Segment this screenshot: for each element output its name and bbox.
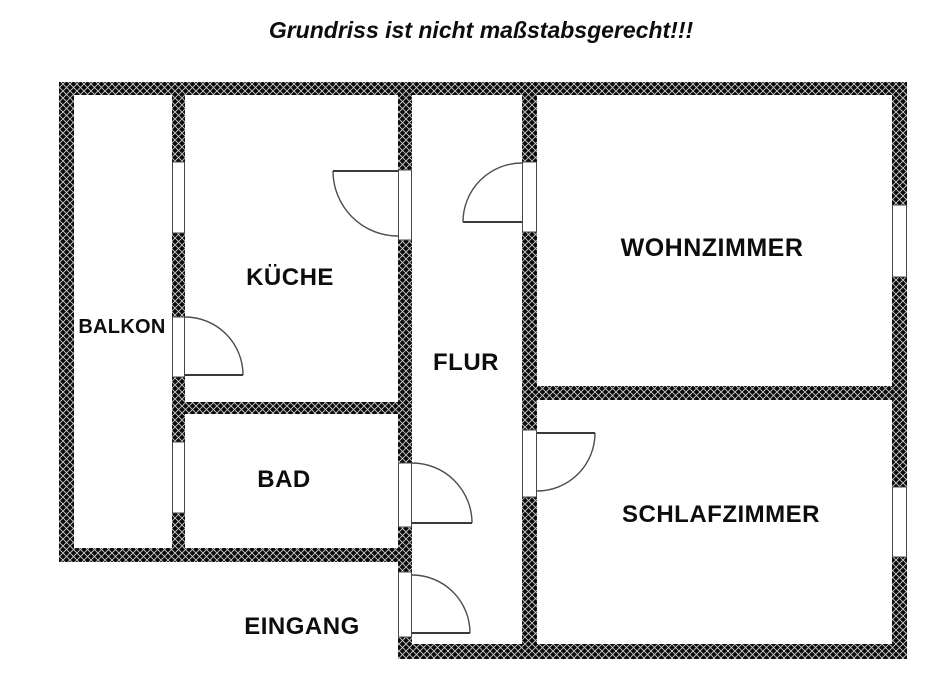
door-frames xyxy=(172,161,537,638)
wall-top xyxy=(59,82,907,95)
door-frame-kueche xyxy=(398,169,412,241)
room-label-eingang: EINGANG xyxy=(244,613,360,640)
room-label-kueche: KÜCHE xyxy=(246,264,334,291)
door-arc-balkon xyxy=(184,316,244,376)
wall-right xyxy=(892,82,907,659)
window-balkon-kueche xyxy=(172,161,185,234)
door-balkon xyxy=(184,316,244,376)
door-frame-wohnzimmer xyxy=(522,161,537,233)
door-frame-eingang xyxy=(398,571,412,638)
room-label-bad: BAD xyxy=(257,466,311,493)
room-label-balkon: BALKON xyxy=(78,316,165,338)
doors xyxy=(184,162,596,634)
door-eingang xyxy=(411,574,471,634)
plan-title: Grundriss ist nicht maßstabsgerecht!!! xyxy=(269,17,694,43)
door-arc-bad xyxy=(411,462,473,524)
door-arc-eingang xyxy=(411,574,471,634)
door-kueche xyxy=(332,170,399,237)
door-arc-kueche xyxy=(332,170,399,237)
door-schlafzimmer xyxy=(536,432,596,492)
door-wohnzimmer xyxy=(462,162,523,223)
room-label-wohnzimmer: WOHNZIMMER xyxy=(621,234,804,262)
door-frame-balkon xyxy=(172,316,185,378)
door-bad xyxy=(411,462,473,524)
room-label-flur: FLUR xyxy=(433,349,499,376)
wall-wohnzimmer-schlafzimmer xyxy=(522,386,892,400)
wall-left xyxy=(59,82,74,562)
windows xyxy=(172,161,907,558)
door-frame-schlafzimmer xyxy=(522,429,537,498)
room-labels: BALKON KÜCHE BAD FLUR WOHNZIMMER SCHLAFZ… xyxy=(78,234,820,640)
door-frame-bad xyxy=(398,462,412,528)
wall-kueche-bad xyxy=(172,402,412,414)
wall-bottom-right xyxy=(398,644,907,659)
door-arc-schlafzimmer xyxy=(536,432,596,492)
door-arc-wohnzimmer xyxy=(462,162,523,223)
window-wohnzimmer xyxy=(892,204,907,278)
wall-bottom-left xyxy=(59,548,412,562)
window-balkon-bad xyxy=(172,441,185,514)
room-label-schlafzimmer: SCHLAFZIMMER xyxy=(622,501,820,528)
window-schlafzimmer xyxy=(892,486,907,558)
